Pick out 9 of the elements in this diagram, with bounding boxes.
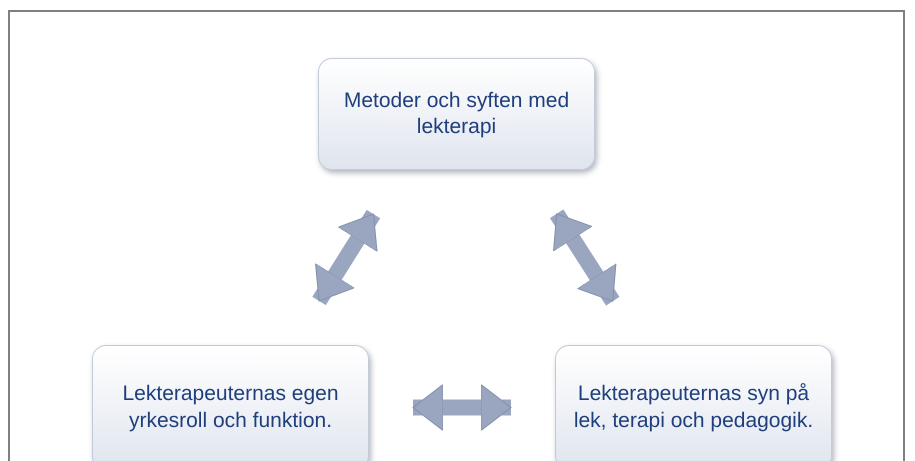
double-arrow <box>412 384 512 431</box>
box-text: Metoder och syften med lekterapi <box>342 88 570 140</box>
box-text: Lekterapeuternas egen yrkesroll och funktion. <box>122 381 340 434</box>
double-arrow <box>312 210 380 306</box>
double-arrow <box>550 209 620 306</box>
box-text: Lekterapeuternas syn på lek, terapi och pedagogik. <box>572 381 814 434</box>
rounded-text-box <box>318 58 595 170</box>
rounded-text-box <box>92 345 369 461</box>
rounded-text-box <box>555 345 832 461</box>
